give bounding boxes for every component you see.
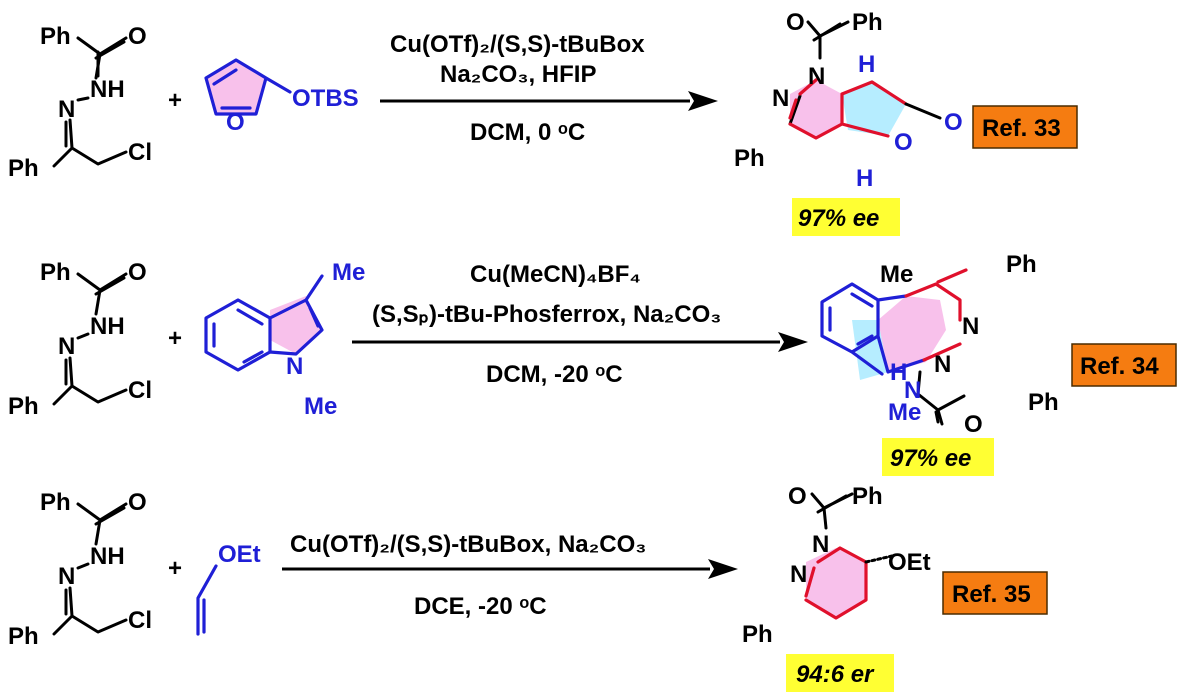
ph-label: Ph	[40, 489, 71, 516]
nh-label: NH	[90, 76, 125, 103]
nh-label: NH	[90, 313, 125, 340]
cl-label: Cl	[128, 139, 152, 166]
product-1: O Ph N N H H O O Ph 97% ee	[734, 9, 963, 236]
nitrogen-label: N	[962, 313, 979, 340]
ph-label: Ph	[1006, 251, 1037, 278]
nitrogen-label: N	[808, 63, 825, 90]
hydrogen-label: H	[858, 51, 875, 78]
hydrazone-reactant-2: Ph O NH N Ph Cl	[8, 259, 152, 420]
ph-label: Ph	[1028, 389, 1059, 416]
selectivity-text: 97% ee	[890, 445, 971, 472]
selectivity-badge	[786, 654, 894, 692]
nh-label: NH	[90, 543, 125, 570]
methyl-label: Me	[304, 393, 337, 420]
plus-sign: +	[168, 325, 182, 352]
methyl-label: Me	[332, 259, 365, 286]
reference-badge	[1071, 343, 1177, 387]
nitrogen-label: N	[58, 333, 75, 360]
dimethylindole: Me N Me	[204, 259, 365, 420]
nitrogen-label: N	[904, 377, 921, 404]
condition-solvent-temp: DCM, -20 ᵒC	[486, 361, 623, 388]
selectivity-text: 97% ee	[798, 205, 879, 232]
cl-label: Cl	[128, 377, 152, 404]
hydrogen-label: H	[890, 359, 907, 386]
oxygen-label: O	[128, 23, 147, 50]
hydrazone-reactant-3: Ph O NH N Ph Cl	[8, 489, 152, 650]
ph-label: Ph	[40, 23, 71, 50]
conditions-2: Cu(MeCN)₄BF₄ (S,Sₚ)-tBu-Phosferrox, Na₂C…	[352, 261, 808, 388]
otbs-label: OTBS	[292, 85, 359, 112]
ph-label: Ph	[742, 621, 773, 648]
nitrogen-label: N	[286, 353, 303, 380]
selectivity-badge	[792, 198, 900, 236]
ph-label: Ph	[734, 145, 765, 172]
ph-label: Ph	[8, 623, 39, 650]
oet-label: OEt	[218, 541, 261, 568]
oxygen-label: O	[964, 411, 983, 438]
ph-label: Ph	[8, 393, 39, 420]
selectivity-badge	[882, 438, 994, 476]
oxygen-label: O	[786, 9, 805, 36]
product-2: Me Ph N N H N Me O Ph 97% ee	[820, 251, 1059, 476]
reference-badge	[972, 105, 1078, 149]
methyl-label: Me	[880, 261, 913, 288]
oxygen-label: O	[894, 129, 913, 156]
oxygen-label: O	[944, 109, 963, 136]
nitrogen-label: N	[772, 85, 789, 112]
oxygen-label: O	[128, 489, 147, 516]
cl-label: Cl	[128, 607, 152, 634]
selectivity-text: 94:6 er	[796, 661, 875, 688]
ph-label: Ph	[852, 483, 883, 510]
oxygen-label: O	[788, 483, 807, 510]
reference-label: Ref. 35	[952, 581, 1031, 608]
ethyl-vinyl-ether: OEt	[196, 541, 261, 636]
hydrazone-reactant-1: Ph O NH N Ph Cl	[8, 23, 152, 182]
reference-label: Ref. 34	[1080, 353, 1159, 380]
nitrogen-label: N	[790, 561, 807, 588]
conditions-1: Cu(OTf)₂/(S,S)-tBuBox Na₂CO₃, HFIP DCM, …	[380, 31, 718, 146]
oxygen-label: O	[128, 259, 147, 286]
conditions-3: Cu(OTf)₂/(S,S)-tBuBox, Na₂CO₃ DCE, -20 ᵒ…	[282, 531, 738, 620]
ph-label: Ph	[40, 259, 71, 286]
plus-sign: +	[168, 555, 182, 582]
methyl-label: Me	[888, 399, 921, 426]
plus-sign: +	[168, 87, 182, 114]
oxygen-label: O	[226, 109, 245, 136]
condition-solvent-temp: DCE, -20 ᵒC	[414, 593, 547, 620]
reference-label: Ref. 33	[982, 115, 1061, 142]
reference-badge	[942, 571, 1048, 615]
oet-label: OEt	[888, 549, 931, 576]
condition-additives: Na₂CO₃, HFIP	[440, 61, 596, 88]
condition-catalyst: Cu(OTf)₂/(S,S)-tBuBox	[390, 31, 645, 58]
condition-catalyst: Cu(OTf)₂/(S,S)-tBuBox, Na₂CO₃	[290, 531, 646, 558]
ph-label: Ph	[8, 155, 39, 182]
product-3: O Ph N N OEt Ph 94:6 er	[742, 483, 931, 692]
nitrogen-label: N	[934, 351, 951, 378]
silyloxyfuran: O OTBS	[204, 58, 359, 136]
nitrogen-label: N	[58, 96, 75, 123]
nitrogen-label: N	[812, 531, 829, 558]
ph-label: Ph	[852, 9, 883, 36]
condition-catalyst: Cu(MeCN)₄BF₄	[470, 261, 641, 288]
hydrogen-label: H	[856, 165, 873, 192]
condition-ligand: (S,Sₚ)-tBu-Phosferrox, Na₂CO₃	[372, 301, 721, 328]
condition-solvent-temp: DCM, 0 ᵒC	[470, 119, 585, 146]
nitrogen-label: N	[58, 563, 75, 590]
